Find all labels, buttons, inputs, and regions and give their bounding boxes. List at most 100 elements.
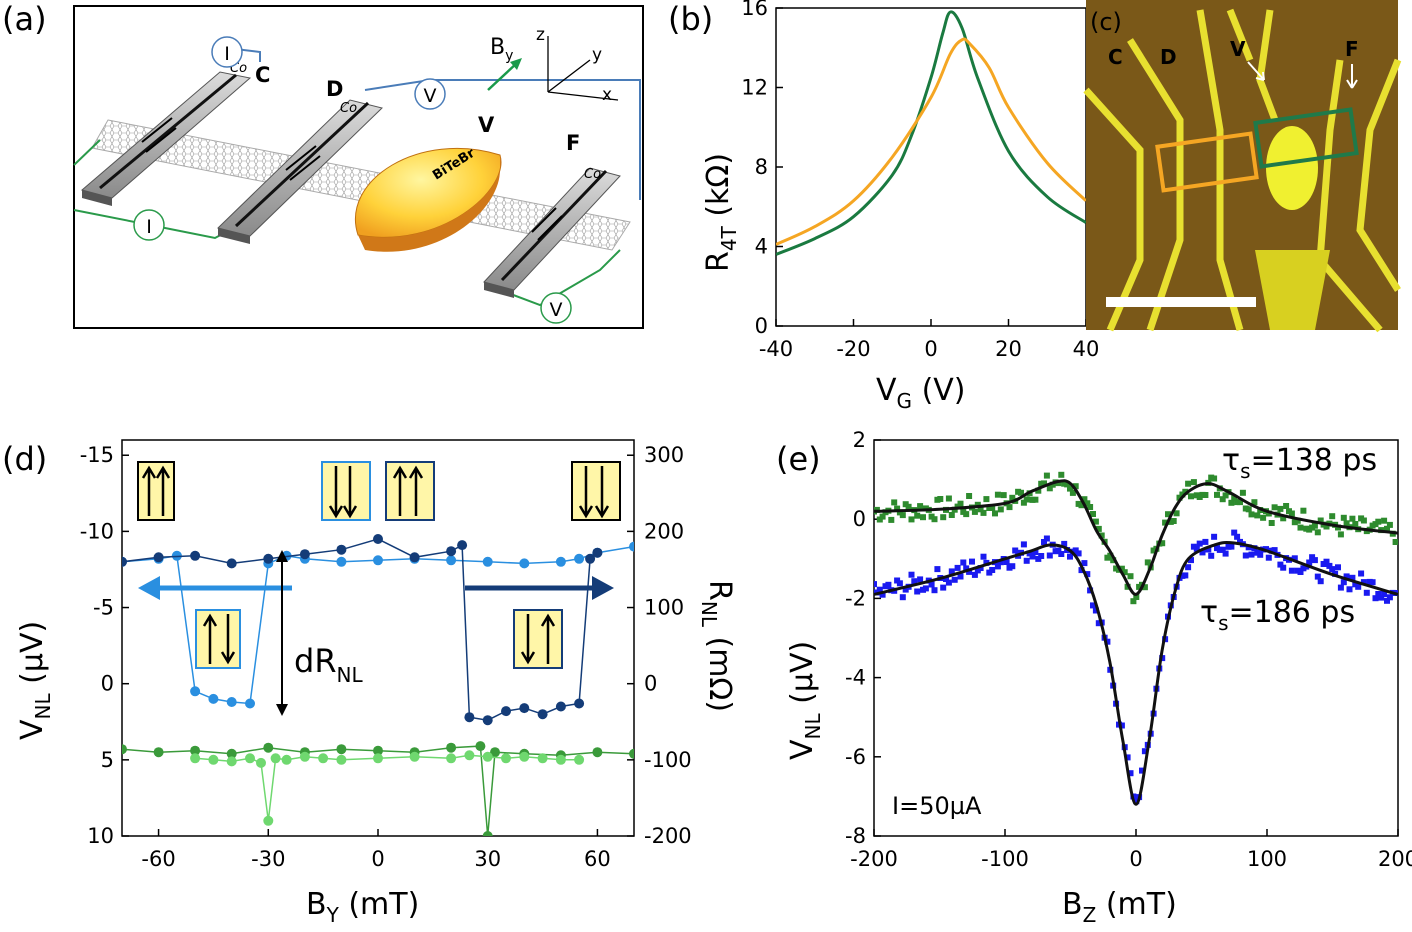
y2-tick-label: 200	[644, 519, 684, 543]
data-point	[1375, 518, 1382, 525]
data-point	[1280, 515, 1287, 522]
x-tick-label: 0	[371, 847, 384, 871]
data-point	[629, 748, 634, 759]
contact-label-f: F	[566, 131, 580, 155]
axis-x	[547, 91, 619, 101]
data-point	[885, 581, 892, 588]
dr-annotation: dRNL	[294, 642, 364, 687]
data-point	[1231, 494, 1238, 501]
axis-x-label: x	[602, 85, 612, 105]
y2-tick-label: 100	[644, 596, 684, 620]
field-label: By	[490, 35, 513, 64]
magnet-state-antiparallel-top	[321, 461, 371, 521]
data-point	[1029, 553, 1036, 560]
data-point	[1185, 480, 1192, 487]
magnet-state-parallel-up-left	[137, 461, 175, 521]
y2-tick-label: -100	[644, 748, 692, 772]
data-point	[457, 540, 468, 551]
data-point	[501, 753, 511, 764]
data-point	[1352, 521, 1359, 527]
data-point	[940, 514, 947, 521]
data-point	[1090, 511, 1096, 517]
magnet-state-antiparallel-left	[195, 609, 241, 669]
data-point	[1020, 541, 1027, 548]
data-point	[1038, 553, 1045, 559]
data-point	[226, 748, 237, 759]
data-point	[963, 511, 970, 518]
x-tick-label: -100	[981, 847, 1029, 871]
micrograph-electrodes	[1083, 8, 1402, 333]
contact-label-v: V	[478, 113, 495, 137]
contact-bar-d-stripe	[234, 101, 370, 228]
data-point	[1314, 529, 1321, 536]
ylabel-b: R4T (kΩ)	[701, 153, 741, 272]
current-note: I=50µA	[892, 792, 982, 820]
data-point	[122, 556, 127, 567]
x-tick-label: 40	[1073, 337, 1100, 361]
data-point	[299, 751, 310, 762]
x-tick-label: -30	[251, 847, 285, 871]
data-point	[1075, 550, 1082, 557]
x-tick-label: 200	[1378, 847, 1412, 871]
data-point	[1372, 595, 1379, 602]
y-tick-label: 0	[101, 672, 114, 696]
data-point	[490, 747, 500, 758]
data-point	[940, 584, 947, 591]
y-tick-label: -8	[845, 824, 866, 848]
data-point	[1193, 545, 1200, 552]
data-point	[1257, 551, 1264, 558]
data-point	[977, 565, 984, 571]
data-point	[1228, 499, 1235, 506]
data-point	[482, 556, 493, 567]
data-point	[1162, 519, 1169, 526]
x-tick-label: 30	[474, 847, 501, 871]
data-point	[908, 571, 915, 578]
data-point	[1110, 557, 1117, 564]
data-point	[945, 579, 952, 586]
data-point	[555, 701, 566, 712]
data-point	[1300, 507, 1307, 514]
series-e	[874, 471, 1398, 806]
data-point	[1182, 572, 1189, 579]
data-point	[994, 563, 1001, 570]
data-point	[1141, 584, 1148, 591]
data-point	[917, 576, 924, 583]
data-point	[519, 558, 530, 569]
trace-series-4	[195, 754, 580, 821]
wire-green-c	[73, 139, 101, 166]
field-arrow	[487, 61, 519, 91]
data-point	[1176, 494, 1183, 501]
data-point	[1072, 483, 1079, 490]
data-point	[1202, 538, 1209, 545]
voltmeter-top-label: V	[424, 85, 437, 107]
xlabel-d: BY (mT)	[306, 887, 419, 927]
co-label-d: Co	[340, 101, 357, 116]
y2-tick-label: 0	[644, 672, 657, 696]
contact-label-d: D	[326, 77, 343, 101]
data-point	[373, 555, 383, 566]
data-point	[446, 742, 457, 753]
data-point	[997, 559, 1004, 566]
data-point	[336, 754, 347, 765]
data-point	[1360, 517, 1367, 524]
data-point	[957, 500, 964, 507]
data-point	[409, 552, 420, 563]
data-point	[208, 754, 219, 765]
current-source-top-label: I	[224, 43, 230, 65]
data-point	[1245, 506, 1252, 513]
data-point	[899, 512, 906, 519]
data-point	[1084, 571, 1091, 578]
axis-y-label: y	[592, 45, 602, 65]
y-tick-label: -6	[845, 745, 866, 769]
data-point	[373, 745, 383, 756]
data-point	[1363, 589, 1370, 596]
micrograph-label-v: V	[1230, 37, 1246, 61]
data-point	[1009, 494, 1016, 501]
data-point	[1092, 607, 1099, 614]
data-point	[1337, 531, 1344, 538]
data-point	[263, 742, 274, 753]
data-point	[519, 751, 530, 762]
data-point	[464, 750, 475, 761]
data-point	[1283, 503, 1290, 509]
